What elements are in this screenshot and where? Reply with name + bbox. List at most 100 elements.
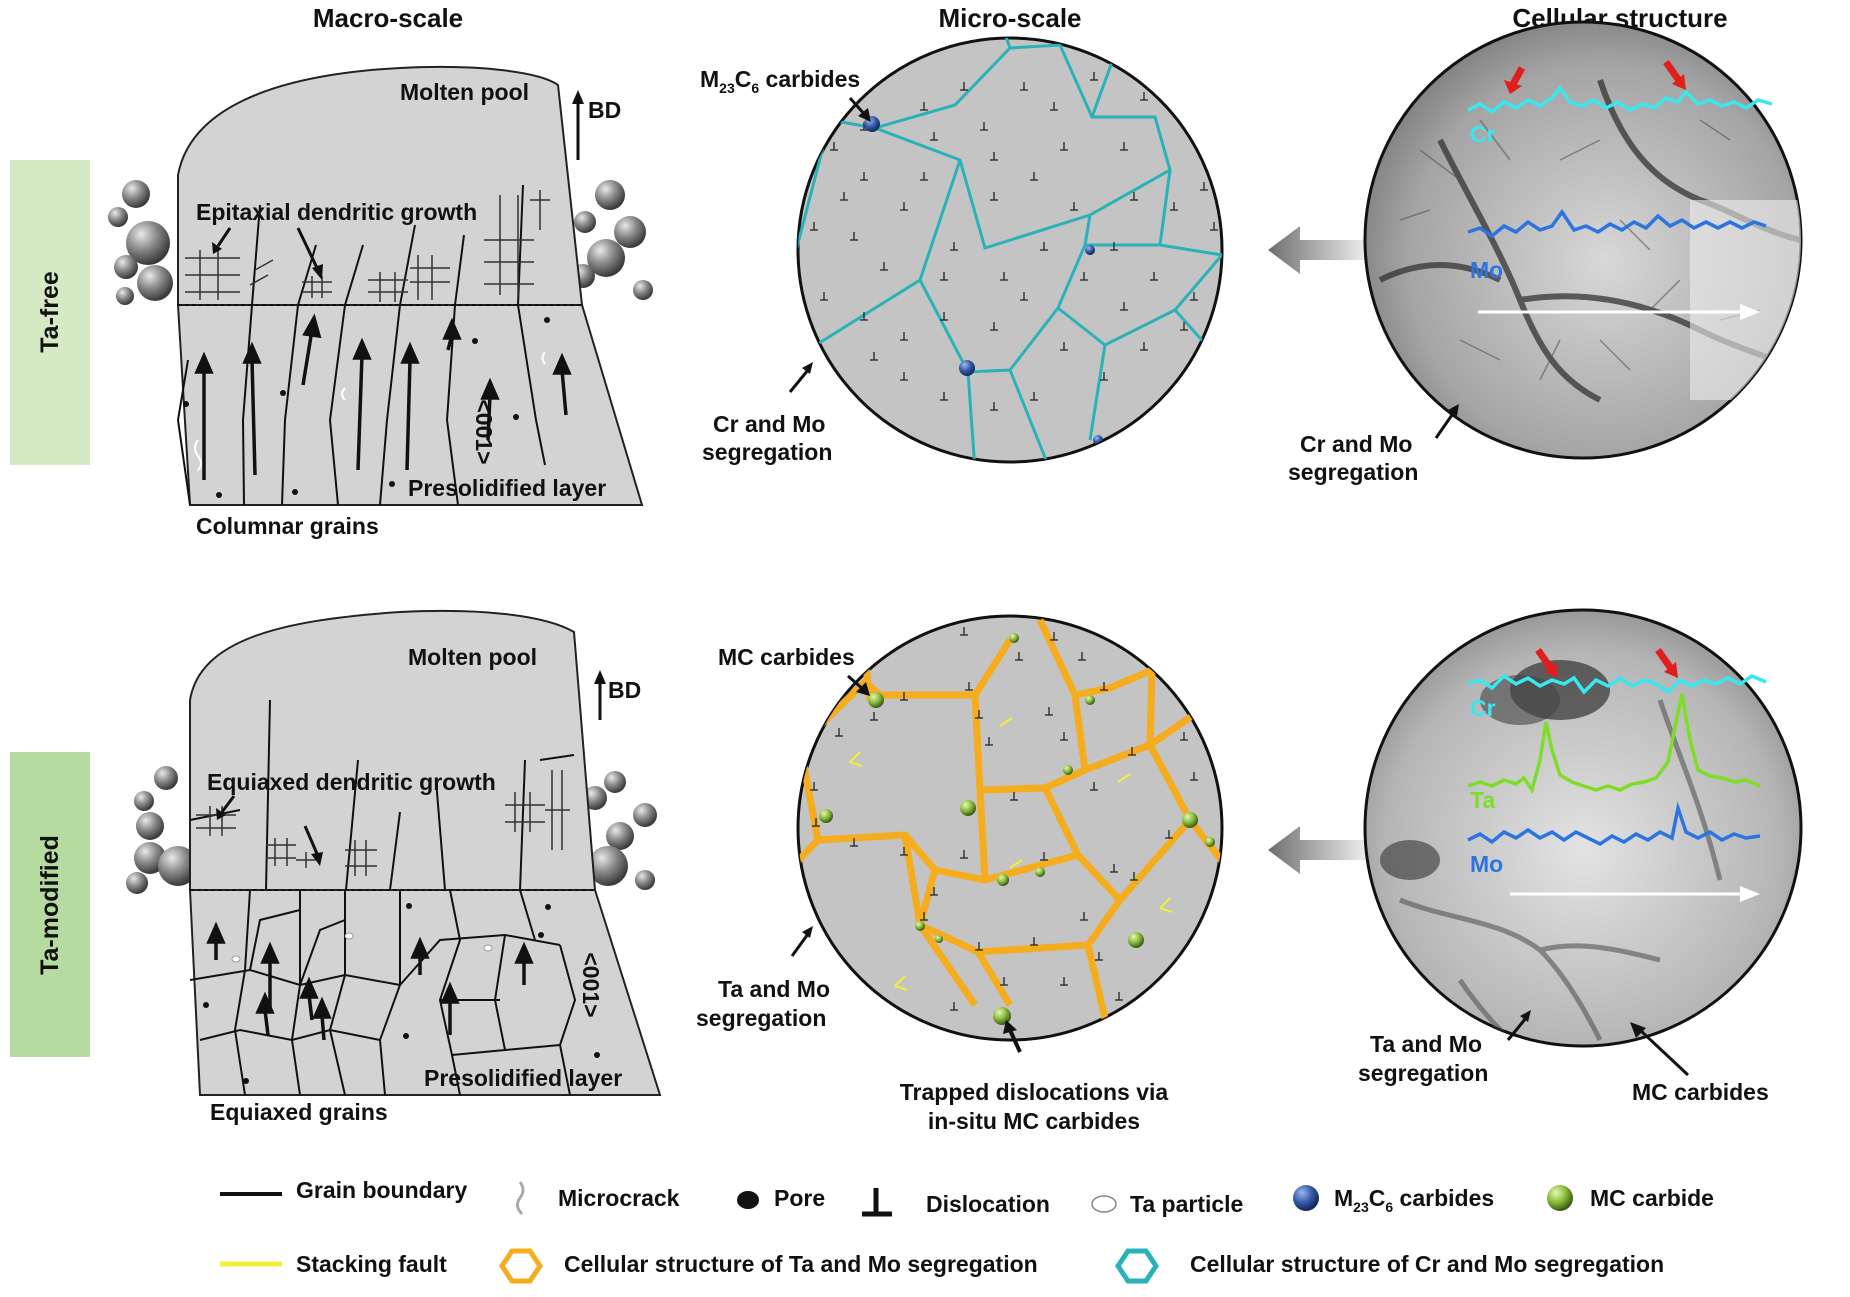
macro-diagram-bottom: <001> Molten pool BD Equiaxed dendritic …: [126, 609, 662, 1125]
row-label-box-bottom: [10, 752, 90, 1057]
micro-seg-label-top-1: Cr and Mo: [713, 411, 825, 437]
micro-carbide-label-top: M23C6 carbides: [700, 66, 860, 96]
m23c6-carbide-3: [1085, 245, 1095, 255]
cell-seg-label-top-1: Cr and Mo: [1300, 431, 1412, 457]
cellular-network-ta-mo: [798, 618, 1222, 1040]
legend-m23c6-carbides: M23C6 carbides: [1334, 1185, 1494, 1215]
presolidified-label-bottom: Presolidified layer: [424, 1065, 622, 1091]
legend-mc-carbide-icon: [1547, 1185, 1573, 1211]
row-label-ta-free: Ta-free: [36, 271, 64, 353]
legend-cell-cr-mo: Cellular structure of Cr and Mo segregat…: [1190, 1251, 1664, 1277]
red-arrow-top-2: [1663, 59, 1683, 85]
legend-dislocation-icon: [862, 1188, 892, 1217]
trapped-label-1: Trapped dislocations via: [900, 1079, 1169, 1105]
tem-circle-top: Cr Mo Cr and Mo segregation: [1288, 20, 1803, 485]
legend-cr-mo-hexagon-icon: [1114, 1248, 1160, 1284]
legend-microcrack-icon: [515, 1181, 525, 1216]
tem-circle-bottom: Cr Ta Mo Ta and Mo segregation MC carbid…: [1358, 608, 1803, 1105]
legend-m23c6-icon: [1293, 1185, 1319, 1211]
mo-label-top: Mo: [1470, 257, 1503, 283]
flow-arrow-bottom: [1268, 826, 1380, 874]
ta-label-bottom: Ta: [1470, 787, 1495, 813]
powder-particles-top-left: [108, 180, 173, 305]
row-label-ta-modified: Ta-modified: [36, 835, 64, 975]
growth-label-bottom: Equiaxed dendritic growth: [207, 769, 496, 795]
powder-particles-top-right: [571, 180, 653, 300]
micro-seg-label-bottom-2: segregation: [696, 1005, 826, 1031]
mc-carbide-4: [1009, 633, 1019, 643]
mc-carbide-14: [1063, 765, 1073, 775]
legend-mc-carbide: MC carbide: [1590, 1185, 1714, 1211]
cell-mc-label: MC carbides: [1632, 1079, 1769, 1105]
powder-particles-bottom-right: [583, 771, 657, 890]
molten-pool-label-bottom: Molten pool: [408, 644, 537, 670]
micro-seg-label-bottom-1: Ta and Mo: [718, 976, 830, 1002]
grains-label-bottom: Equiaxed grains: [210, 1099, 388, 1125]
cell-seg-label-bottom-1: Ta and Mo: [1370, 1031, 1482, 1057]
red-arrow-top-1: [1508, 66, 1526, 88]
legend-ta-particle: Ta particle: [1130, 1191, 1243, 1217]
cell-seg-label-top-2: segregation: [1288, 459, 1418, 485]
m23c6-carbide-2: [959, 360, 975, 376]
ta-profile-line-bottom: [1467, 693, 1761, 795]
mc-carbide-6: [1128, 932, 1144, 948]
mc-carbide-7: [1205, 837, 1215, 847]
cr-profile-line-top: [1467, 85, 1773, 115]
mc-carbide-11: [935, 935, 943, 943]
legend-ta-mo-hexagon-icon: [498, 1248, 544, 1284]
ta-particles-bottom: [231, 932, 493, 963]
micro-circle-top: M23C6 carbides Cr and Mo segregation: [700, 36, 1224, 465]
orientation-label-top: <001>: [471, 399, 497, 464]
growth-label-top: Epitaxial dendritic growth: [196, 199, 477, 225]
legend-dislocation: Dislocation: [926, 1191, 1050, 1217]
pores-top: [183, 317, 550, 498]
pores-bottom: [203, 903, 600, 1084]
micro-carbide-label-bottom: MC carbides: [718, 644, 855, 670]
equiaxed-grain-boundaries: [189, 699, 577, 1096]
molten-pool-top: [177, 65, 584, 306]
mc-carbide-5: [1182, 812, 1198, 828]
mc-carbide-10: [915, 921, 925, 931]
legend-cell-ta-mo: Cellular structure of Ta and Mo segregat…: [564, 1251, 1038, 1277]
macro-diagram-top: <001> Molten pool BD Epitaxial dendritic…: [108, 65, 653, 539]
powder-particles-bottom-left: [126, 766, 198, 894]
mc-carbide-9: [1035, 867, 1045, 877]
legend: Grain boundary Microcrack Pore Dislocati…: [220, 1177, 1714, 1284]
dendrites-top: [185, 190, 550, 302]
flow-arrow-top: [1268, 226, 1380, 274]
grains-label-top: Columnar grains: [196, 513, 379, 539]
dendrites-bottom: [196, 770, 570, 876]
mc-carbide-3: [960, 800, 976, 816]
molten-pool-label-top: Molten pool: [400, 79, 529, 105]
legend-stacking-fault: Stacking fault: [296, 1251, 447, 1277]
cr-label-top: Cr: [1470, 121, 1496, 147]
legend-pore: Pore: [774, 1185, 825, 1211]
mc-carbide-13: [1085, 695, 1095, 705]
legend-ta-particle-icon: [1091, 1195, 1117, 1213]
mo-label-bottom: Mo: [1470, 851, 1503, 877]
header-macro-scale: Macro-scale: [313, 3, 463, 33]
red-arrow-bottom-1: [1535, 647, 1555, 673]
mo-profile-line-bottom: [1467, 801, 1761, 847]
stacking-faults: [849, 717, 1173, 991]
cell-seg-label-bottom-2: segregation: [1358, 1060, 1488, 1086]
trapped-label-2: in-situ MC carbides: [928, 1108, 1140, 1134]
bd-label-bottom: BD: [608, 677, 641, 703]
legend-microcrack: Microcrack: [558, 1185, 680, 1211]
header-micro-scale: Micro-scale: [938, 3, 1081, 33]
row-label-box-top: [10, 160, 90, 465]
cr-profile-line-bottom: [1467, 673, 1767, 695]
micro-circle-bottom: MC carbides Ta and Mo segregation Trappe…: [696, 614, 1224, 1134]
mo-profile-line-top: [1467, 208, 1767, 239]
growth-arrows-bottom: [206, 921, 534, 1041]
legend-grain-boundary: Grain boundary: [296, 1177, 467, 1203]
microcracks-top: [194, 351, 546, 471]
micro-seg-label-top-2: segregation: [702, 439, 832, 465]
mc-carbide-1: [868, 692, 884, 708]
orientation-label-bottom: <001>: [578, 952, 604, 1017]
bd-label-top: BD: [588, 97, 621, 123]
mc-carbide-2: [819, 809, 833, 823]
red-arrow-bottom-2: [1655, 647, 1675, 673]
cellular-network-cr-mo: [798, 38, 1222, 462]
